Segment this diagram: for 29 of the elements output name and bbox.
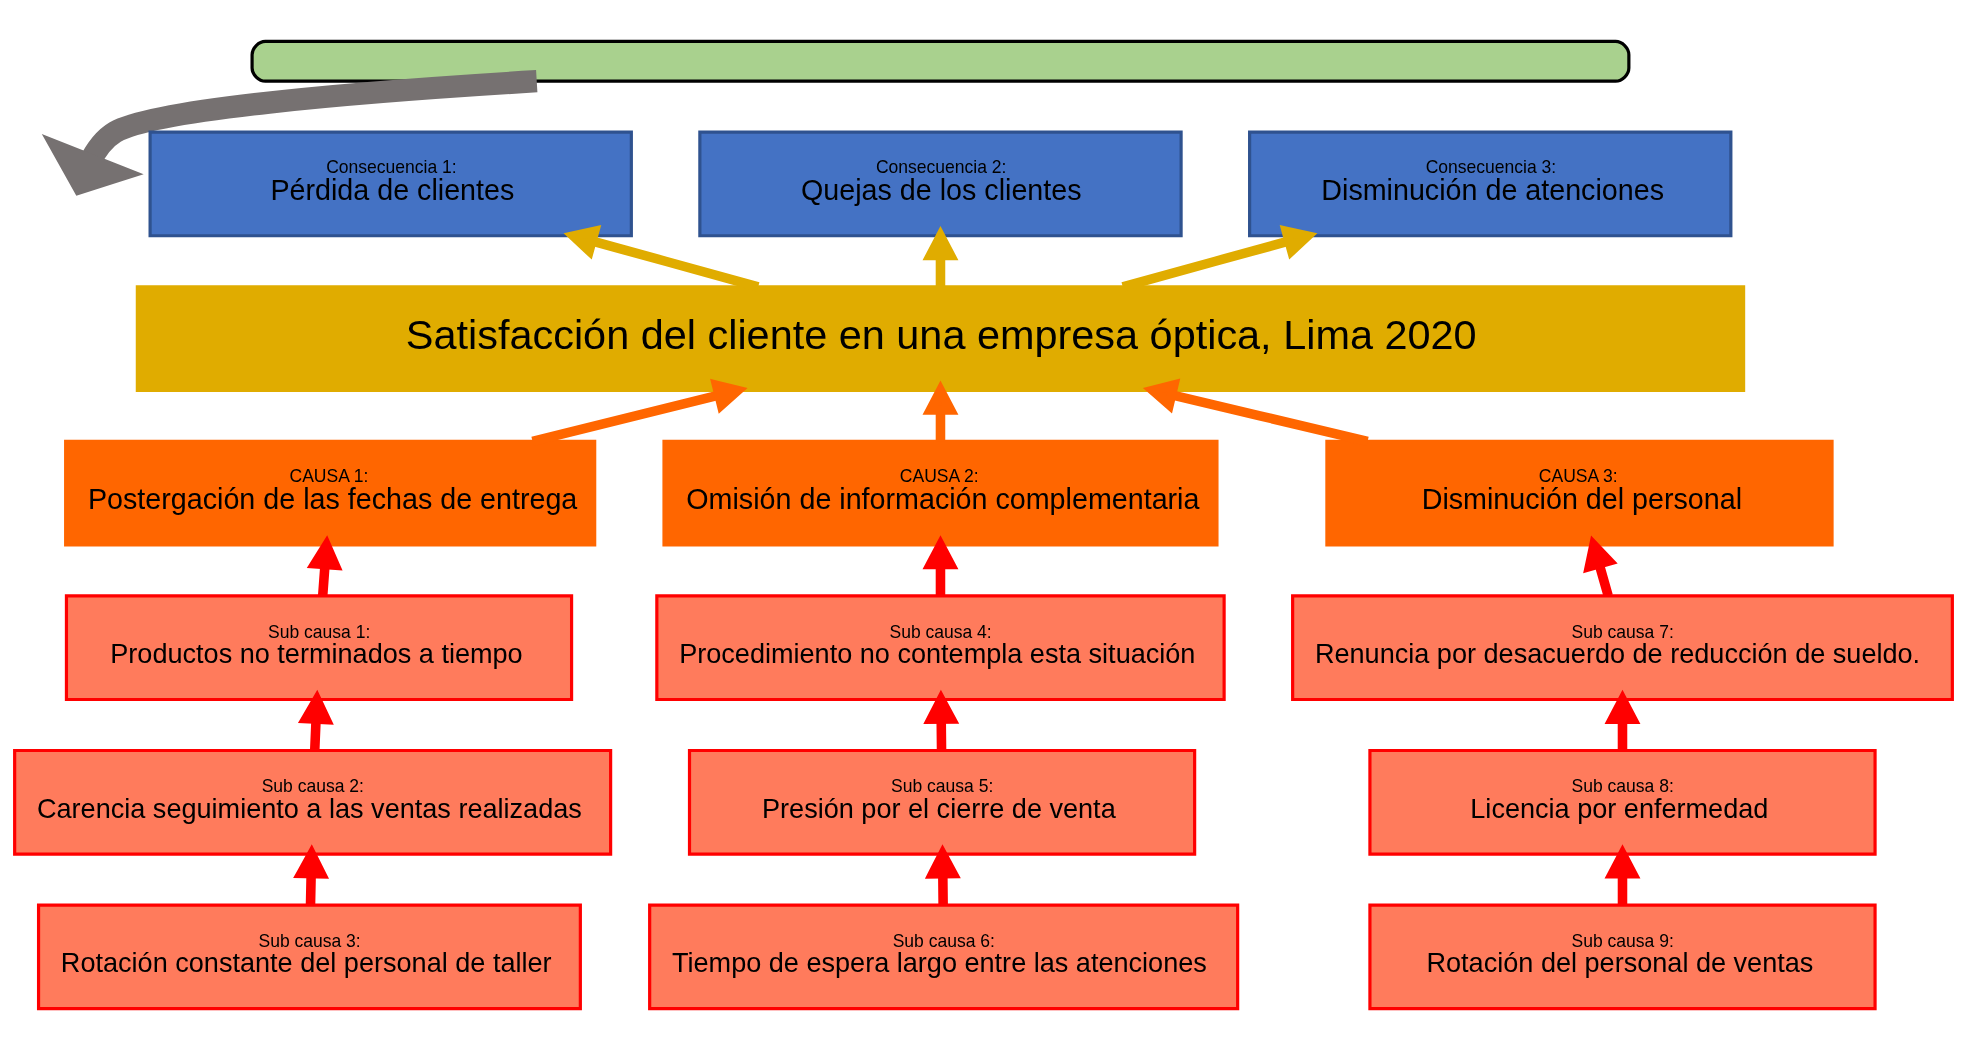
- node-box: Consecuencia 1: Pérdida de clientes: [148, 130, 633, 238]
- arrow: [922, 380, 959, 442]
- node-box: Consecuencia 3: Disminución de atenciones: [1248, 130, 1733, 238]
- node-box: Sub causa 2: Carencia seguimiento a las ventas realizadas: [13, 748, 613, 856]
- arrow: [1604, 844, 1641, 905]
- node-box: Sub causa 8: Licencia por enfermedad: [1368, 748, 1877, 856]
- node-box: Sub causa 5: Presión por el cierre de venta: [687, 748, 1197, 856]
- node-box: Sub causa 9: Rotación del personal de ventas: [1368, 903, 1877, 1011]
- node-box: Sub causa 4: Procedimiento no contempla esta situación: [655, 594, 1226, 702]
- arrow: [297, 689, 334, 751]
- arrow: [1583, 535, 1618, 597]
- arrow: [924, 844, 961, 905]
- node-box: CAUSA 3: Disminución del personal: [1325, 439, 1834, 547]
- arrow: [1604, 689, 1641, 751]
- arrow: [923, 689, 960, 751]
- arrow: [922, 226, 959, 287]
- node-box: Sub causa 3: Rotación constante del personal de taller: [36, 903, 582, 1011]
- node-box: Satisfacción del cliente en una empresa óptica, Lima 2020: [135, 285, 1746, 392]
- node-box: CAUSA 1: Postergación de las fechas de entrega: [64, 439, 597, 547]
- node-box: Sub causa 6: Tiempo de espera largo entre las atenciones: [648, 903, 1240, 1011]
- arrow: [293, 844, 329, 905]
- node-box: Consecuencia 2: Quejas de los clientes: [698, 130, 1183, 238]
- arrow: [922, 535, 959, 596]
- node-box: CAUSA 2: Omisión de información complementaria: [662, 439, 1219, 547]
- node-box: Sub causa 1: Productos no terminados a tiempo: [64, 594, 574, 702]
- arrow: [41, 70, 538, 196]
- node-box: Sub causa 7: Renuncia por desacuerdo de reducción de sueldo.: [1291, 594, 1954, 702]
- arrow: [306, 535, 343, 597]
- node-banner: [250, 39, 1631, 83]
